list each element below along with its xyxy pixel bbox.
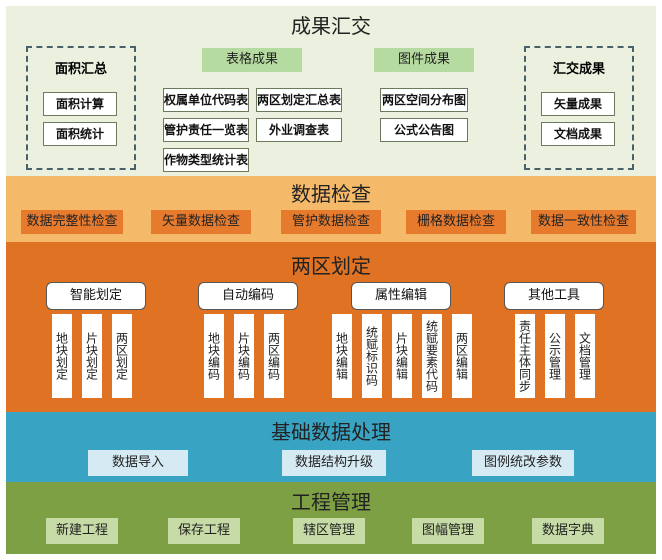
sub-responsible-sync[interactable]: 责任主体同步 xyxy=(515,314,535,398)
sub-block-zoning[interactable]: 片块划定 xyxy=(82,314,102,398)
check-vector[interactable]: 矢量数据检查 xyxy=(151,210,251,234)
table-item-field-survey[interactable]: 外业调查表 xyxy=(256,118,342,142)
vector-results-box[interactable]: 矢量成果 xyxy=(541,92,615,116)
project-data-dictionary[interactable]: 数据字典 xyxy=(532,518,604,544)
project-title: 工程管理 xyxy=(291,490,371,514)
area-calc-box[interactable]: 面积计算 xyxy=(43,92,117,116)
submit-results-title: 汇交成果 xyxy=(552,62,605,77)
sub-assign-id-code[interactable]: 统赋标识码 xyxy=(362,314,382,398)
check-title: 数据检查 xyxy=(291,182,371,206)
map-item-spatial-distribution[interactable]: 两区空间分布图 xyxy=(380,88,468,112)
sub-plot-coding[interactable]: 地块编码 xyxy=(204,314,224,398)
table-item-zoning-summary[interactable]: 两区划定汇总表 xyxy=(256,88,342,112)
map-results-header: 图件成果 xyxy=(374,48,474,72)
check-integrity[interactable]: 数据完整性检查 xyxy=(21,210,123,234)
sub-two-zone-edit[interactable]: 两区编辑 xyxy=(452,314,472,398)
check-layer: 数据检查 数据完整性检查 矢量数据检查 管护数据检查 栅格数据检查 数据一致性检… xyxy=(6,176,656,242)
table-item-responsibility-list[interactable]: 管护责任一览表 xyxy=(163,118,249,142)
tool-smart-zoning[interactable]: 智能划定 xyxy=(46,282,146,310)
tool-auto-coding[interactable]: 自动编码 xyxy=(198,282,298,310)
tool-attribute-edit[interactable]: 属性编辑 xyxy=(351,282,451,310)
area-summary-title: 面积汇总 xyxy=(54,62,107,77)
area-summary-group: 面积汇总 面积计算 面积统计 xyxy=(26,46,136,170)
sub-document-management[interactable]: 文档管理 xyxy=(575,314,595,398)
project-layer: 工程管理 新建工程 保存工程 辖区管理 图幅管理 数据字典 xyxy=(6,482,656,554)
tool-other-tools[interactable]: 其他工具 xyxy=(504,282,604,310)
submit-results-group: 汇交成果 矢量成果 文档成果 xyxy=(524,46,634,170)
sub-assign-feature-code[interactable]: 统赋要素代码 xyxy=(422,314,442,398)
table-results-header: 表格成果 xyxy=(202,48,302,72)
project-map-sheet[interactable]: 图幅管理 xyxy=(412,518,484,544)
check-raster[interactable]: 栅格数据检查 xyxy=(406,210,506,234)
results-layer: 成果汇交 面积汇总 面积计算 面积统计 表格成果 图件成果 权属单位代码表 两区… xyxy=(6,6,656,176)
project-jurisdiction[interactable]: 辖区管理 xyxy=(293,518,365,544)
check-consistency[interactable]: 数据一致性检查 xyxy=(531,210,636,234)
table-item-ownership-code[interactable]: 权属单位代码表 xyxy=(163,88,249,112)
zoning-title: 两区划定 xyxy=(291,254,371,278)
results-title: 成果汇交 xyxy=(291,14,371,38)
document-results-box[interactable]: 文档成果 xyxy=(541,122,615,146)
sub-two-zone-zoning[interactable]: 两区划定 xyxy=(112,314,132,398)
sub-plot-edit[interactable]: 地块编辑 xyxy=(332,314,352,398)
sub-plot-zoning[interactable]: 地块划定 xyxy=(52,314,72,398)
basic-title: 基础数据处理 xyxy=(271,420,391,444)
sub-block-edit[interactable]: 片块编辑 xyxy=(392,314,412,398)
project-new[interactable]: 新建工程 xyxy=(46,518,118,544)
check-stewardship[interactable]: 管护数据检查 xyxy=(281,210,381,234)
map-item-public-notice[interactable]: 公式公告图 xyxy=(380,118,468,142)
sub-publicity-management[interactable]: 公示管理 xyxy=(545,314,565,398)
zoning-layer: 两区划定 智能划定 地块划定 片块划定 两区划定 自动编码 地块编码 片块编码 … xyxy=(6,242,656,412)
table-item-crop-type-stats[interactable]: 作物类型统计表 xyxy=(163,148,249,172)
basic-legend-params[interactable]: 图例统改参数 xyxy=(472,450,574,476)
basic-layer: 基础数据处理 数据导入 数据结构升级 图例统改参数 xyxy=(6,412,656,482)
sub-two-zone-coding[interactable]: 两区编码 xyxy=(264,314,284,398)
basic-schema-upgrade[interactable]: 数据结构升级 xyxy=(282,450,386,476)
area-stat-box[interactable]: 面积统计 xyxy=(43,122,117,146)
project-save[interactable]: 保存工程 xyxy=(168,518,240,544)
basic-data-import[interactable]: 数据导入 xyxy=(88,450,188,476)
sub-block-coding[interactable]: 片块编码 xyxy=(234,314,254,398)
